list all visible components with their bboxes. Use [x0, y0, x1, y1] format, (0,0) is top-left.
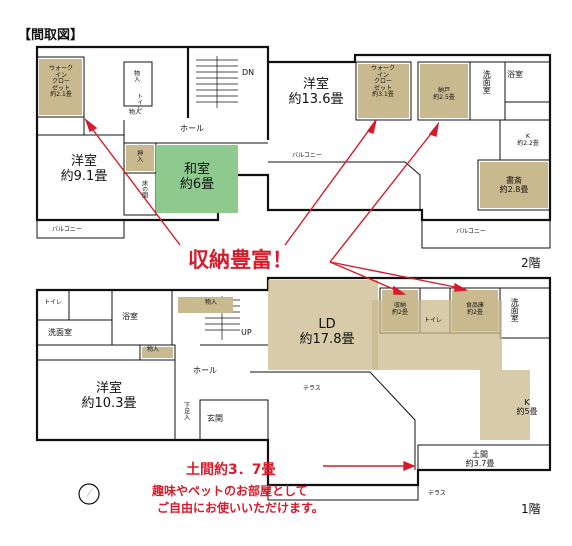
doma: 土間 約3.7畳	[465, 450, 495, 469]
compass-icon	[78, 483, 100, 505]
nando: 納戸 約2.5畳	[433, 87, 455, 101]
toilet-lower: トイレ	[44, 299, 63, 306]
kitchen-lower: K 約5畳	[516, 398, 538, 417]
youshitsu-136: 洋室 約13.6畳	[288, 77, 344, 107]
storage-arrows	[84, 117, 469, 472]
yokushitsu-upper: 浴室	[507, 70, 523, 79]
senmen-lower: 洗面室	[48, 328, 72, 337]
balcony-left: バルコニー	[52, 226, 82, 233]
storage-callout: 収納豊富！	[188, 248, 293, 272]
floor-label-lower: 1階	[521, 502, 541, 516]
lower-storage-fills	[142, 280, 530, 440]
kitchen-upper: K 約2.2畳	[517, 133, 539, 147]
terrace-top: テラス	[303, 385, 321, 392]
senmen-upper: 洗面室	[482, 70, 492, 94]
storage-upper-a: 物入	[132, 70, 140, 82]
shuno: 収納 約2畳	[392, 302, 408, 316]
youshitsu-103: 洋室 約10.3畳	[81, 381, 137, 411]
floor-label-upper: 2階	[521, 256, 541, 270]
toilet-upper: トイレ	[135, 93, 143, 111]
toilet-lower-2: トイレ	[424, 317, 443, 324]
upper-floor-inner-walls	[36, 56, 551, 249]
terrace-bottom: テラス	[428, 490, 446, 497]
hall-lower: ホール	[193, 366, 217, 375]
hall-upper: ホール	[180, 124, 204, 133]
doma-callout: 土間約3．7畳	[186, 462, 276, 478]
dn-label: DN	[242, 68, 255, 77]
doma-note-1: 趣味やペットのお部屋として	[152, 484, 308, 498]
balcony-mid: バルコニー	[292, 152, 322, 159]
yokushitsu-lower: 浴室	[122, 312, 138, 321]
upper-storage-fills	[39, 59, 548, 213]
washitsu: 和室 約6畳	[179, 162, 215, 192]
balcony-right: バルコニー	[456, 228, 486, 235]
ld-room: LD 約17.8畳	[299, 317, 355, 347]
youshitsu-91: 洋室 約9.1畳	[60, 154, 108, 184]
genkan: 玄関	[207, 414, 223, 423]
walkin-closet-1: ウォーク イン クロー ゼット 約2.1畳	[48, 65, 73, 99]
senmen-lower-2: 洗面室	[510, 298, 520, 322]
walkin-closet-2: ウォーク イン クロー ゼット 約3.1畳	[370, 65, 395, 99]
storage-lower-b: 物入	[147, 346, 160, 353]
page-title: 【間取図】	[18, 28, 84, 43]
storage-lower-a: 物入	[205, 299, 218, 306]
shoe-storage: 下足入	[182, 402, 190, 420]
tokonoma: 床の間	[140, 180, 148, 198]
storage-upper-b: 物入	[129, 109, 142, 116]
upper-floor-outline	[35, 45, 552, 222]
up-label: UP	[241, 328, 252, 337]
shosai: 書斎 約2.8畳	[499, 176, 529, 195]
doma-note-2: ご自由にお使いいただけます。	[157, 501, 324, 515]
oshiire: 押入	[135, 150, 143, 162]
pantry: 食品庫 約2畳	[465, 302, 484, 316]
